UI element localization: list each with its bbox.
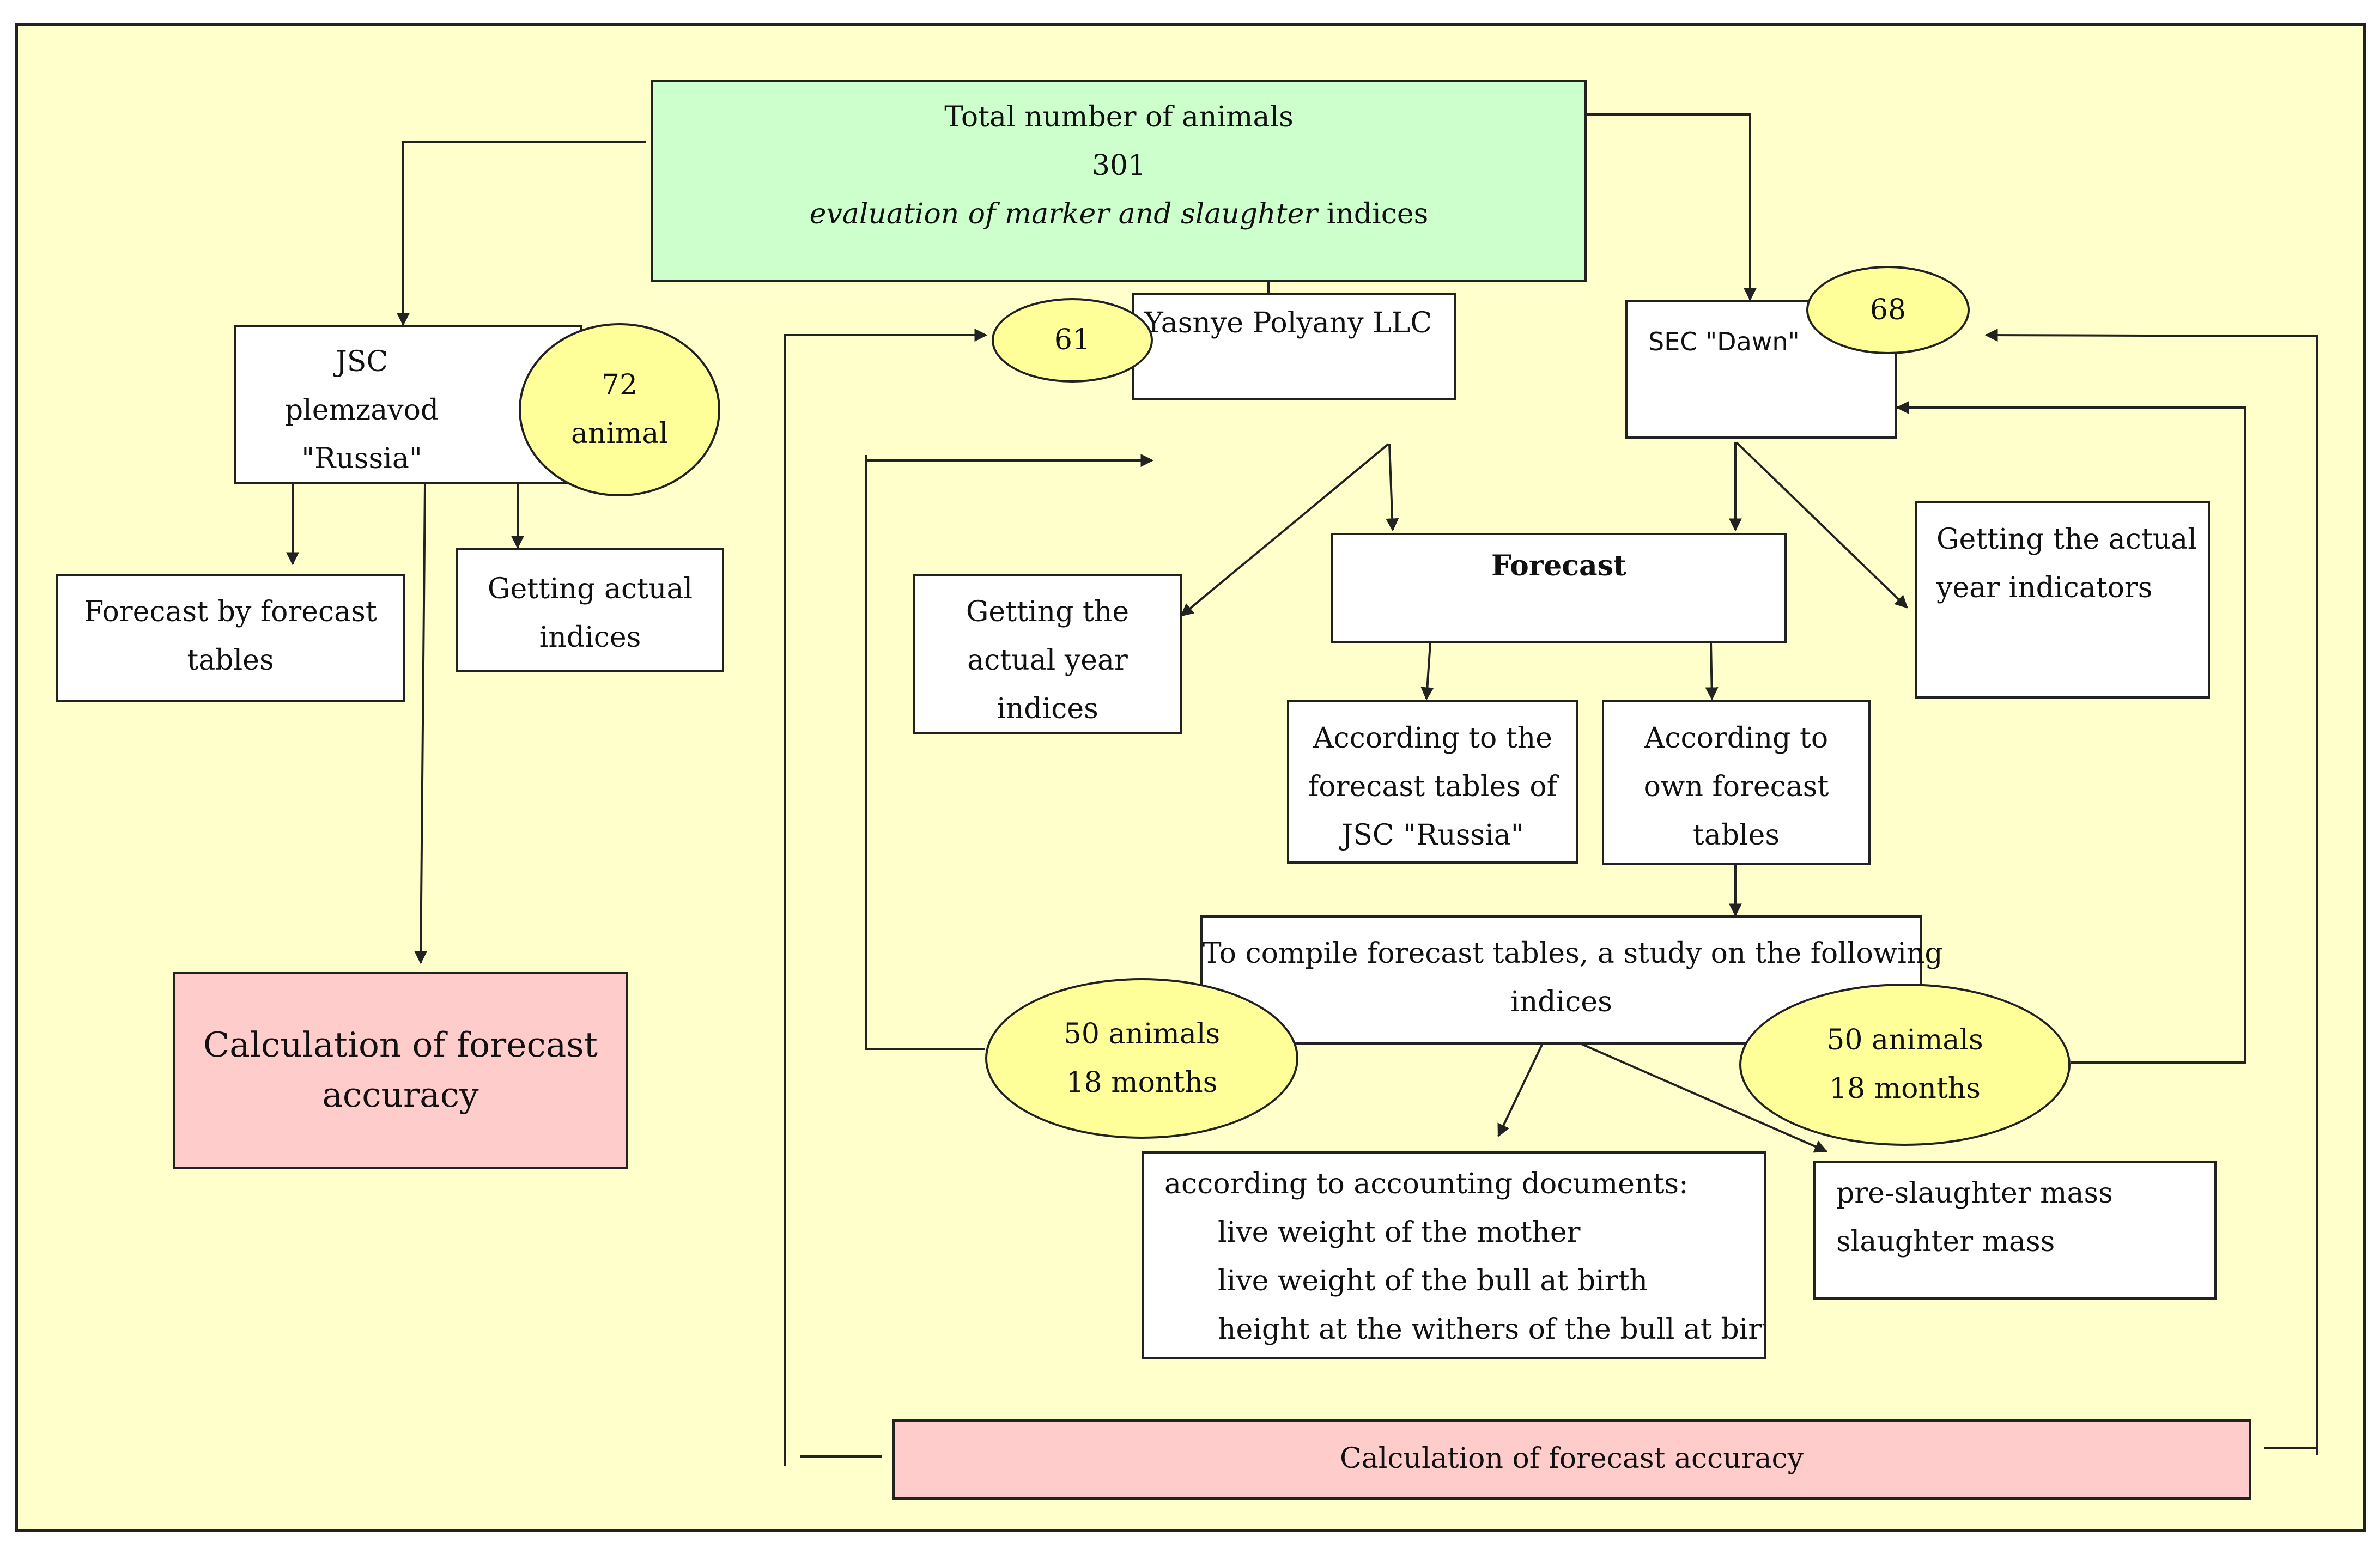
according-jsc-line1: According to the: [1313, 722, 1553, 755]
actual-year-indices-line3: indices: [997, 693, 1098, 725]
arrow-top-to-jsc: [397, 141, 646, 326]
according-own-line1: According to: [1644, 722, 1829, 755]
accounting-line2: live weight of the mother: [1218, 1216, 1581, 1249]
actual-year-indicators-line1: Getting the actual: [1936, 523, 2197, 556]
calc-left-line1: Calculation of forecast: [203, 1025, 598, 1065]
according-own-box: According to own forecast tables: [1602, 700, 1871, 865]
arrow-forecast-to-acc-jsc: [1420, 642, 1434, 701]
accounting-line1: according to accounting documents:: [1164, 1168, 1689, 1200]
arrow-forecast-to-acc-own: [1705, 642, 1719, 701]
forecast-by-tables-box: Forecast by forecast tables: [56, 574, 405, 702]
getting-actual-line1: Getting actual: [487, 573, 693, 605]
actual-year-indices-line1: Getting the: [966, 596, 1130, 628]
total-animals-count: 301: [1091, 149, 1146, 182]
according-jsc-line2: forecast tables of: [1308, 770, 1557, 803]
jsc-ellipse-unit: animal: [570, 417, 669, 450]
accounting-documents-box: according to accounting documents: live …: [1142, 1151, 1766, 1359]
getting-actual-box: Getting actual indices: [456, 548, 724, 672]
arrow-jsc-to-calc-left: [414, 483, 428, 964]
actual-year-indicators-line2: year indicators: [1936, 572, 2153, 604]
ellipse-left-line2: 18 months: [1066, 1066, 1218, 1099]
sec-count: 68: [1869, 293, 1907, 326]
total-animals-label: Total number of animals: [944, 101, 1294, 133]
arrow-top-to-sec: [1587, 113, 1757, 301]
arrow-study-to-slaughter: [1549, 1029, 1828, 1153]
actual-year-indices-box: Getting the actual year indices: [913, 574, 1182, 734]
yasnye-label: Yasnye Polyany LLC: [1144, 307, 1432, 339]
jsc-line1: JSC: [335, 345, 388, 378]
arrow-yasnye-to-forecast: [1386, 444, 1399, 532]
arrow-study-to-accounting: [1497, 1029, 1550, 1138]
slaughter-line2: slaughter mass: [1836, 1225, 2055, 1258]
actual-year-indicators-box: Getting the actual year indicators: [1915, 501, 2210, 699]
ellipse-50-animals-right: 50 animals 18 months: [1739, 984, 2071, 1146]
evaluation-label: evaluation of marker and slaughter indic…: [653, 190, 1584, 239]
jsc-line3: "Russia": [301, 442, 422, 475]
ellipse-left-line1: 50 animals: [1063, 1017, 1221, 1051]
yasnye-polyany-box: Yasnye Polyany LLC: [1132, 293, 1456, 400]
calc-accuracy-bottom-box: Calculation of forecast accuracy: [892, 1419, 2251, 1500]
actual-year-indices-line2: actual year: [967, 644, 1128, 677]
evaluation-rest: indices: [1317, 198, 1429, 230]
forecast-by-tables-line1: Forecast by forecast: [84, 596, 377, 628]
arrow-ellipse-right-loop: [1896, 401, 2246, 1064]
yasnye-count: 61: [1054, 324, 1091, 356]
ellipse-right-line2: 18 months: [1829, 1072, 1981, 1105]
ellipse-50-animals-left: 50 animals 18 months: [985, 978, 1298, 1139]
jsc-ellipse-count: 72: [601, 369, 638, 402]
total-animals-box: Total number of animals 301 evaluation o…: [651, 80, 1587, 282]
calc-bottom-label: Calculation of forecast accuracy: [1339, 1442, 1804, 1475]
according-own-line2: own forecast: [1643, 770, 1829, 803]
arrow-yasnye-to-actual: [1180, 443, 1389, 617]
calc-accuracy-left-box: Calculation of forecast accuracy: [173, 972, 628, 1169]
study-box: To compile forecast tables, a study on t…: [1200, 915, 1943, 1045]
jsc-animals-ellipse: 72 animal: [519, 323, 720, 496]
according-jsc-line3: JSC "Russia": [1341, 819, 1524, 852]
yasnye-count-ellipse: 61: [992, 298, 1153, 383]
according-own-line3: tables: [1692, 819, 1780, 852]
forecast-by-tables-line2: tables: [187, 644, 274, 677]
study-line1: To compile forecast tables, a study on t…: [1203, 937, 1943, 970]
slaughter-line1: pre-slaughter mass: [1836, 1177, 2113, 1210]
slaughter-mass-box: pre-slaughter mass slaughter mass: [1813, 1161, 2217, 1300]
jsc-line2: plemzavod: [284, 394, 439, 427]
forecast-label: Forecast: [1491, 549, 1626, 582]
arrow-loop-to-68: [1984, 329, 2318, 1455]
ellipse-right-line1: 50 animals: [1826, 1024, 1983, 1057]
according-jsc-box: According to the forecast tables of JSC …: [1287, 700, 1578, 864]
evaluation-italic: evaluation of marker and slaughter: [809, 198, 1318, 230]
getting-actual-line2: indices: [539, 621, 641, 654]
study-line2: indices: [1510, 986, 1612, 1018]
sec-count-ellipse: 68: [1806, 266, 1970, 354]
calc-left-line2: accuracy: [322, 1075, 479, 1115]
accounting-line4: height at the withers of the bull at bir…: [1218, 1313, 1766, 1346]
arrow-sec-to-indicators: [1735, 441, 1908, 609]
forecast-box: Forecast: [1331, 533, 1787, 643]
arrow-ellipse-left-loop: [865, 454, 1154, 1050]
arrow-loop-to-61: [784, 329, 988, 1466]
accounting-line3: live weight of the bull at birth: [1218, 1265, 1648, 1297]
sec-label: SEC "Dawn": [1648, 327, 1800, 356]
